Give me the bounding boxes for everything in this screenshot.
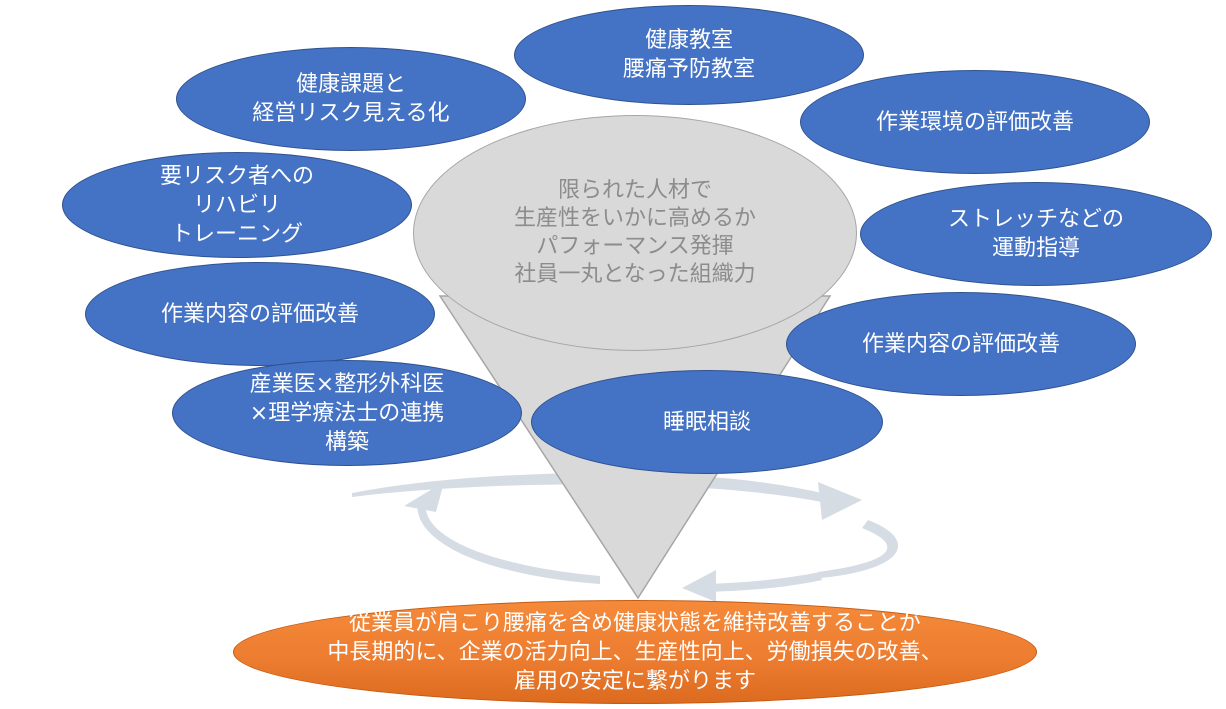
cycle-arrow-top-head xyxy=(818,482,862,520)
bubble-sleep: 睡眠相談 xyxy=(531,370,883,474)
bubble-rehab-text: 要リスク者への リハビリ トレーニング xyxy=(159,163,314,247)
bubble-visualize-text: 健康課題と 経営リスク見える化 xyxy=(252,72,450,126)
center-text: 限られた人材で 生産性をいかに高めるか パフォーマンス発揮 社員一丸となった組織… xyxy=(513,178,756,287)
center-ellipse: 限られた人材で 生産性をいかに高めるか パフォーマンス発揮 社員一丸となった組織… xyxy=(413,115,857,351)
bubble-work-content-left: 作業内容の評価改善 xyxy=(85,262,435,366)
bubble-health-class-text: 健康教室 腰痛予防教室 xyxy=(622,28,755,82)
bubble-stretch: ストレッチなどの 運動指導 xyxy=(860,182,1212,286)
bubble-work-environment: 作業環境の評価改善 xyxy=(800,70,1150,174)
cycle-arrow-right xyxy=(818,520,899,578)
bubble-visualize: 健康課題と 経営リスク見える化 xyxy=(176,47,526,151)
bubble-health-class: 健康教室 腰痛予防教室 xyxy=(514,5,864,105)
bubble-collaboration-text: 産業医×整形外科医 ×理学療法士の連携 構築 xyxy=(249,371,445,455)
cycle-arrow-left-head xyxy=(404,482,444,512)
cycle-arrow-left xyxy=(417,500,600,584)
bubble-work-content-right: 作業内容の評価改善 xyxy=(786,292,1136,396)
bubble-work-content-left-text: 作業内容の評価改善 xyxy=(160,301,359,327)
outcome-text: 従業員が肩こり腰痛を含め健康状態を維持改善することが 中長期的に、企業の活力向上… xyxy=(327,610,943,694)
cycle-arrow-bottom-head xyxy=(682,570,716,602)
cycle-arrow-bottom xyxy=(705,572,822,592)
bubble-stretch-text: ストレッチなどの 運動指導 xyxy=(947,207,1124,261)
bubble-work-content-right-text: 作業内容の評価改善 xyxy=(861,331,1060,357)
outcome-ellipse: 従業員が肩こり腰痛を含め健康状態を維持改善することが 中長期的に、企業の活力向上… xyxy=(233,600,1037,704)
bubble-collaboration: 産業医×整形外科医 ×理学療法士の連携 構築 xyxy=(172,360,522,466)
bubble-rehab: 要リスク者への リハビリ トレーニング xyxy=(62,152,412,258)
bubble-work-environment-text: 作業環境の評価改善 xyxy=(875,109,1074,135)
bubble-sleep-text: 睡眠相談 xyxy=(662,409,751,435)
